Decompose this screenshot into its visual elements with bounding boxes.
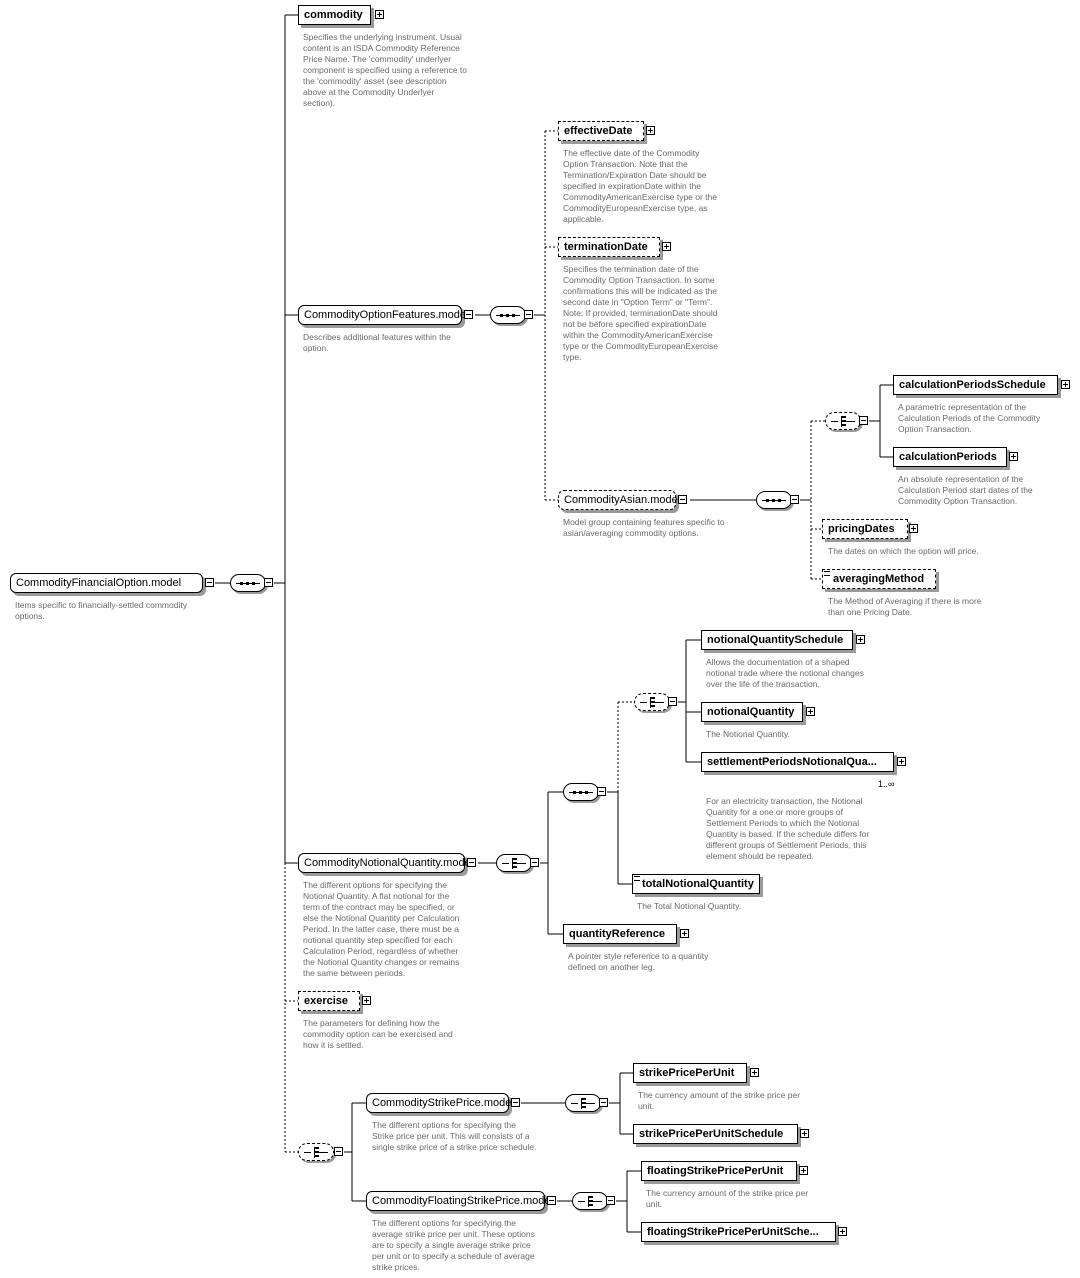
floating-strike-price-per-unit-element[interactable]: floatingStrikePricePerUnit [641, 1161, 797, 1181]
expand-icon[interactable] [1061, 380, 1070, 389]
averaging-method-description: The Method of Averaging if there is more… [828, 596, 982, 617]
expand-icon[interactable] [909, 524, 918, 533]
strike-price-model-node[interactable]: CommodityStrikePrice.model [366, 1093, 514, 1113]
expand-icon[interactable] [750, 1068, 759, 1077]
floating-strike-price-per-unit-description: The currency amount of the strike price … [646, 1188, 809, 1209]
choice-compositor-icon [825, 412, 861, 430]
exercise-element[interactable]: exercise [298, 991, 360, 1011]
sequence-compositor-icon [230, 574, 266, 592]
choice-compositor-icon [298, 1143, 334, 1161]
collapse-icon[interactable] [547, 1196, 556, 1205]
collapse-icon[interactable] [524, 310, 533, 319]
exercise-description: The parameters for defining how the comm… [303, 1018, 453, 1050]
quantity-reference-element[interactable]: quantityReference [563, 924, 677, 944]
strike-price-model-description: The different options for specifying the… [372, 1120, 537, 1152]
collapse-icon[interactable] [597, 787, 606, 796]
floating-strike-price-per-unit-schedule-element[interactable]: floatingStrikePricePerUnitSche... [641, 1222, 836, 1242]
option-features-description: Describes additional features within the… [303, 332, 451, 353]
collapse-icon[interactable] [530, 858, 539, 867]
collapse-icon[interactable] [464, 310, 473, 319]
expand-icon[interactable] [646, 126, 655, 135]
effective-date-description: The effective date of the Commodity Opti… [563, 148, 718, 224]
strike-price-per-unit-schedule-element[interactable]: strikePricePerUnitSchedule [633, 1124, 798, 1144]
averaging-method-element[interactable]: averagingMethod [822, 569, 936, 589]
settlement-periods-element[interactable]: settlementPeriodsNotionalQua... [701, 752, 894, 772]
expand-icon[interactable] [897, 757, 906, 766]
total-notional-quantity-description: The Total Notional Quantity. [637, 901, 742, 911]
notional-quantity-schedule-description: Allows the documentation of a shaped not… [706, 657, 864, 689]
sequence-compositor-icon [563, 783, 599, 801]
calculation-periods-schedule-element[interactable]: calculationPeriodsSchedule [893, 375, 1058, 395]
calculation-periods-description: An absolute representation of the Calcul… [898, 474, 1033, 506]
termination-date-description: Specifies the termination date of the Co… [563, 264, 718, 362]
sequence-compositor-icon [756, 491, 792, 509]
quantity-reference-description: A pointer style reference to a quantity … [568, 951, 709, 972]
pricing-dates-description: The dates on which the option will price… [828, 546, 979, 556]
asian-model-description: Model group containing features specific… [563, 517, 725, 538]
choice-compositor-icon [572, 1192, 608, 1210]
asian-model-node[interactable]: CommodityAsian.model [558, 490, 680, 510]
expand-icon[interactable] [838, 1227, 847, 1236]
collapse-icon[interactable] [606, 1196, 615, 1205]
collapse-icon[interactable] [205, 578, 214, 587]
collapse-icon[interactable] [678, 495, 687, 504]
total-notional-quantity-element[interactable]: totalNotionalQuantity [632, 874, 760, 894]
calculation-periods-schedule-description: A parametric representation of the Calcu… [898, 402, 1041, 434]
notional-quantity-schedule-element[interactable]: notionalQuantitySchedule [701, 630, 853, 650]
choice-compositor-icon [496, 854, 532, 872]
choice-compositor-icon [565, 1094, 601, 1112]
expand-icon[interactable] [799, 1166, 808, 1175]
collapse-icon[interactable] [511, 1098, 520, 1107]
notional-quantity-element[interactable]: notionalQuantity [701, 702, 803, 722]
expand-icon[interactable] [375, 10, 384, 19]
choice-compositor-icon [634, 693, 670, 711]
expand-icon[interactable] [362, 996, 371, 1005]
root-model-node[interactable]: CommodityFinancialOption.model [10, 573, 203, 593]
expand-icon[interactable] [1009, 452, 1018, 461]
commodity-element[interactable]: commodity [298, 5, 371, 25]
floating-strike-price-model-node[interactable]: CommodityFloatingStrikePrice.model [366, 1191, 553, 1211]
cardinality-label: 1..∞ [878, 779, 895, 789]
expand-icon[interactable] [806, 707, 815, 716]
strike-price-per-unit-description: The currency amount of the strike price … [638, 1090, 801, 1111]
notional-quantity-description: The Notional Quantity. [706, 729, 790, 739]
collapse-icon[interactable] [599, 1098, 608, 1107]
collapse-icon[interactable] [467, 858, 476, 867]
collapse-icon[interactable] [668, 697, 677, 706]
option-features-model-node[interactable]: CommodityOptionFeatures.model [298, 305, 468, 325]
termination-date-element[interactable]: terminationDate [558, 237, 660, 257]
collapse-icon[interactable] [859, 416, 868, 425]
notional-quantity-model-node[interactable]: CommodityNotionalQuantity.model [298, 853, 473, 873]
expand-icon[interactable] [800, 1129, 809, 1138]
expand-icon[interactable] [680, 929, 689, 938]
strike-price-per-unit-element[interactable]: strikePricePerUnit [633, 1063, 747, 1083]
sequence-compositor-icon [490, 306, 526, 324]
pricing-dates-element[interactable]: pricingDates [822, 519, 908, 539]
collapse-icon[interactable] [264, 578, 273, 587]
notional-quantity-model-description: The different options for specifying the… [303, 880, 460, 978]
expand-icon[interactable] [662, 242, 671, 251]
floating-strike-price-model-description: The different options for specifying the… [372, 1218, 535, 1272]
collapse-icon[interactable] [334, 1147, 343, 1156]
root-description: Items specific to financially-settled co… [15, 600, 187, 621]
effective-date-element[interactable]: effectiveDate [558, 121, 644, 141]
calculation-periods-element[interactable]: calculationPeriods [893, 447, 1007, 467]
settlement-periods-description: For an electricity transaction, the Noti… [706, 796, 870, 861]
expand-icon[interactable] [856, 635, 865, 644]
collapse-icon[interactable] [790, 495, 799, 504]
commodity-description: Specifies the underlying instrument. Usu… [303, 32, 467, 108]
